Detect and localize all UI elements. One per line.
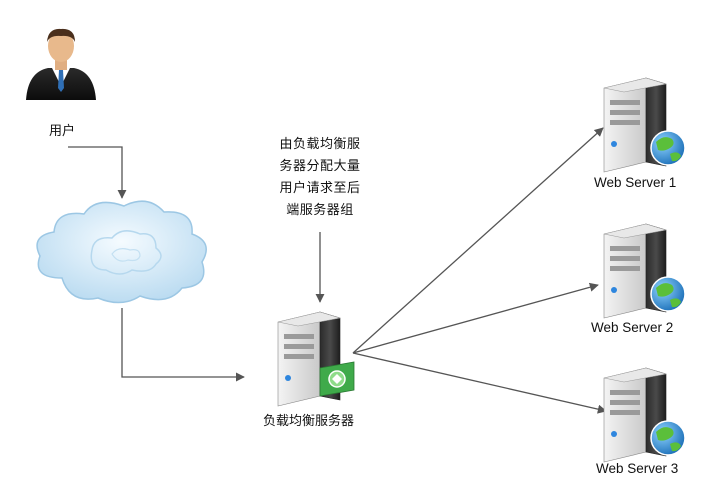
load-balancer-label: 负载均衡服务器 — [263, 414, 355, 429]
web-server-2-label: Web Server 2 — [591, 320, 674, 335]
annotation-line: 端服务器组 — [286, 203, 354, 218]
user-avatar — [26, 28, 96, 100]
annotation-line: 务器分配大量 — [279, 159, 361, 174]
balancer-to-server1-arrow — [352, 127, 604, 354]
balancer-to-server2-arrow — [352, 282, 599, 354]
globe-icon — [650, 276, 686, 312]
balancer-to-server3-arrow — [352, 352, 607, 414]
annotation-line: 用户请求至后 — [279, 181, 361, 196]
balancer-badge-icon — [319, 361, 355, 397]
web-server-3-icon — [603, 367, 686, 463]
cloud-to-balancer-arrow — [121, 308, 245, 382]
user-to-cloud-arrow — [68, 146, 127, 199]
web-server-3-label: Web Server 3 — [596, 461, 679, 476]
load-balancer-server-icon — [277, 311, 355, 407]
globe-icon — [650, 420, 686, 456]
internet-cloud — [36, 200, 207, 304]
annotation-line: 由负载均衡服 — [279, 137, 361, 152]
web-server-1-label: Web Server 1 — [594, 175, 677, 190]
connectors — [68, 127, 607, 414]
user-label: 用户 — [49, 124, 76, 139]
web-server-1-icon — [603, 77, 686, 173]
globe-icon — [650, 130, 686, 166]
annotation-note: 由负载均衡服 务器分配大量 用户请求至后 端服务器组 — [264, 134, 376, 222]
web-server-2-icon — [603, 223, 686, 319]
